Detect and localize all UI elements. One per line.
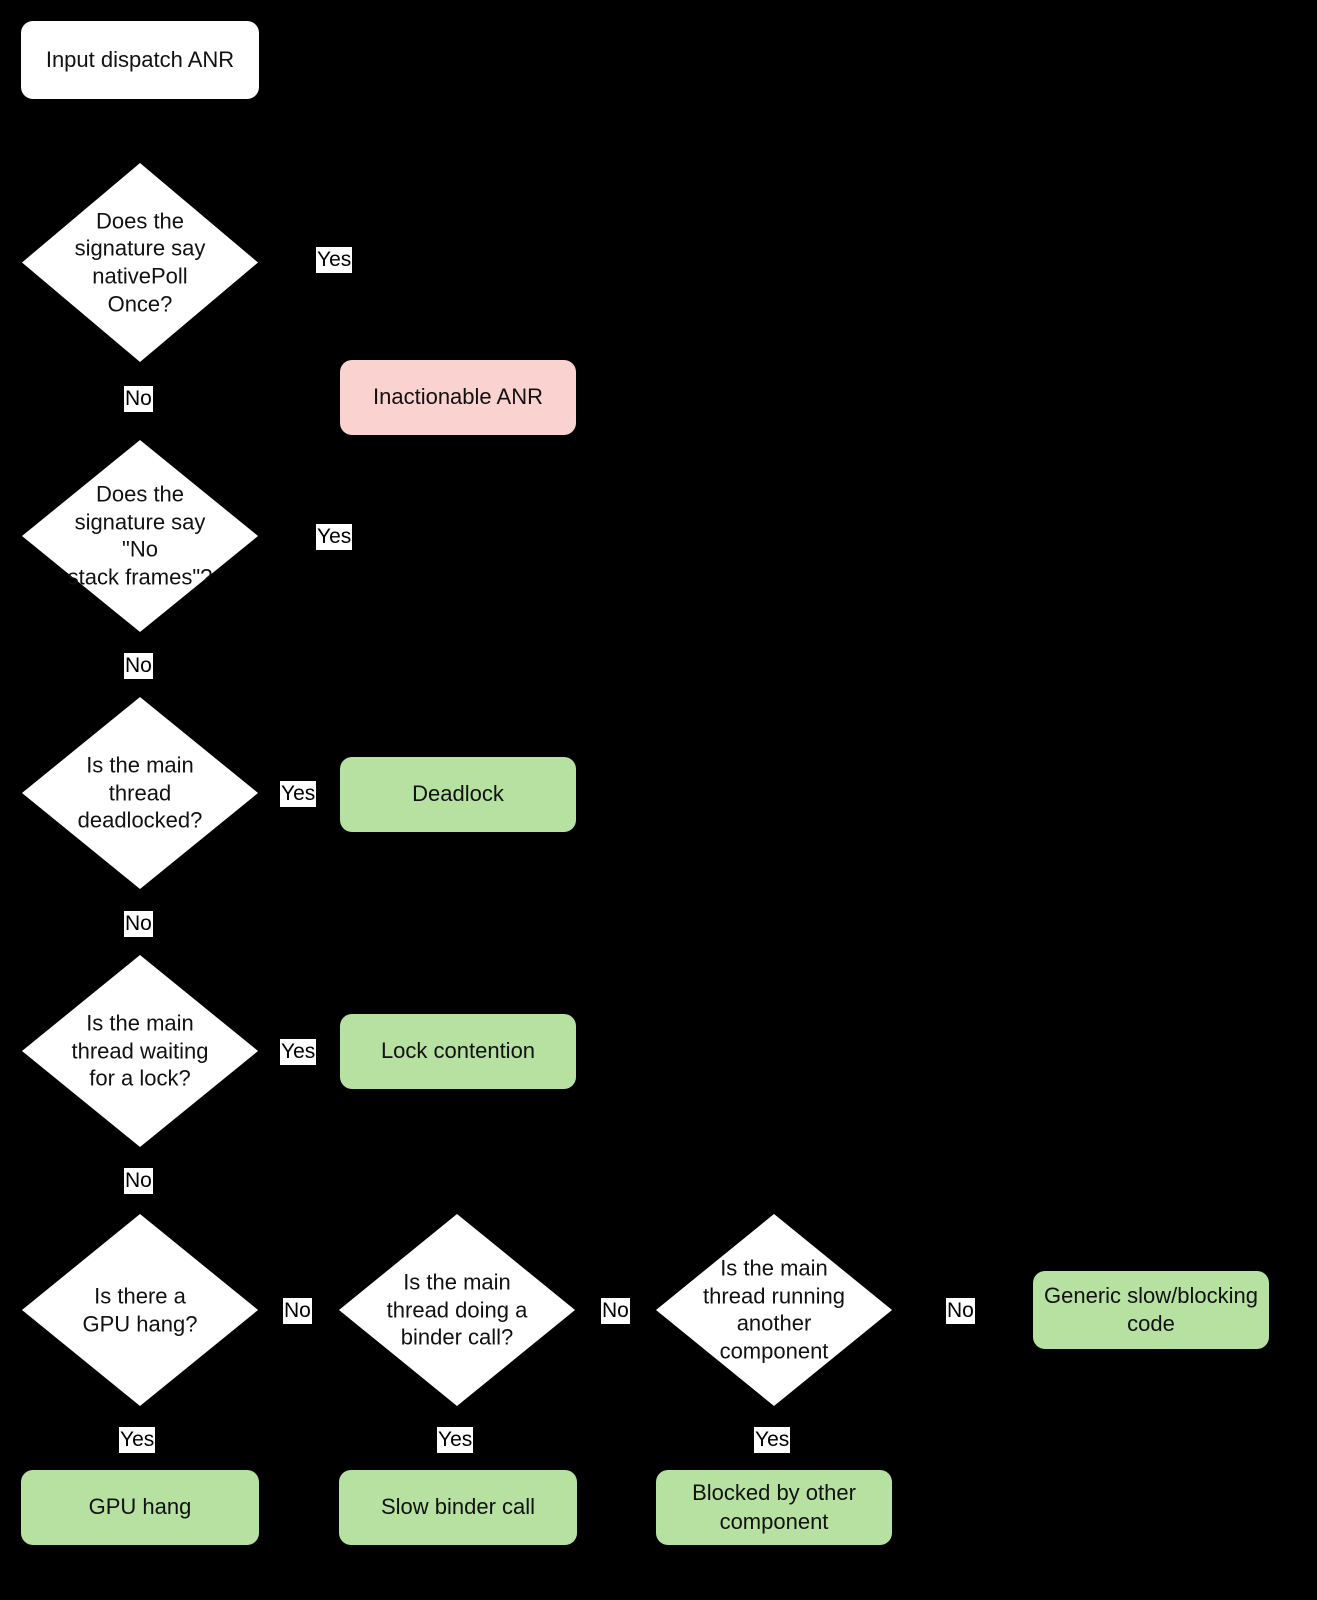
node-decision-binder-call[interactable]: Is the main thread doing a binder call? bbox=[339, 1214, 575, 1406]
node-outcome-deadlock[interactable]: Deadlock bbox=[340, 757, 576, 832]
node-outcome-slow-binder-call[interactable]: Slow binder call bbox=[339, 1470, 577, 1545]
node-outcome-generic-slow-blocking-code-label: Generic slow/blocking code bbox=[1044, 1282, 1258, 1336]
node-outcome-lock-contention[interactable]: Lock contention bbox=[340, 1014, 576, 1089]
diamond-shape bbox=[22, 1214, 258, 1406]
diamond-shape bbox=[656, 1214, 892, 1406]
edge-label-d6-no: No bbox=[601, 1298, 630, 1324]
node-decision-gpu-hang[interactable]: Is there a GPU hang? bbox=[22, 1214, 258, 1406]
edge-label-d2-yes: Yes bbox=[316, 524, 353, 550]
edge-label-d7-yes: Yes bbox=[754, 1427, 791, 1453]
node-decision-main-thread-deadlocked[interactable]: Is the main thread deadlocked? bbox=[22, 697, 258, 889]
node-outcome-blocked-by-other-component[interactable]: Blocked by other component bbox=[656, 1470, 892, 1545]
node-outcome-generic-slow-blocking-code[interactable]: Generic slow/blocking code bbox=[1033, 1271, 1269, 1349]
edge-label-d3-no: No bbox=[124, 911, 153, 937]
diamond-shape bbox=[22, 955, 258, 1147]
edge-label-d5-yes: Yes bbox=[119, 1427, 156, 1453]
node-outcome-lock-contention-label: Lock contention bbox=[380, 1038, 536, 1064]
node-outcome-inactionable-anr[interactable]: Inactionable ANR bbox=[340, 360, 576, 435]
edge-label-d3-yes: Yes bbox=[280, 781, 317, 807]
node-outcome-gpu-hang[interactable]: GPU hang bbox=[21, 1470, 259, 1545]
node-decision-running-another-component[interactable]: Is the main thread running another compo… bbox=[656, 1214, 892, 1406]
node-start-input-dispatch-anr[interactable]: Input dispatch ANR bbox=[21, 21, 259, 99]
diamond-shape bbox=[22, 163, 258, 362]
edge-label-d4-no: No bbox=[124, 1168, 153, 1194]
node-outcome-slow-binder-call-label: Slow binder call bbox=[380, 1494, 536, 1520]
node-outcome-gpu-hang-label: GPU hang bbox=[88, 1494, 192, 1520]
diamond-shape bbox=[339, 1214, 575, 1406]
diamond-shape bbox=[22, 697, 258, 889]
edge-label-d6-yes: Yes bbox=[437, 1427, 474, 1453]
edge-label-d7-no: No bbox=[946, 1298, 975, 1324]
node-outcome-blocked-by-other-component-label: Blocked by other component bbox=[692, 1480, 856, 1534]
node-decision-no-stack-frames[interactable]: Does the signature say "No stack frames"… bbox=[22, 440, 258, 632]
edge-label-d1-yes: Yes bbox=[316, 247, 353, 273]
node-start-label: Input dispatch ANR bbox=[45, 46, 235, 72]
edge-label-d1-no: No bbox=[124, 386, 153, 412]
edge-label-d4-yes: Yes bbox=[280, 1039, 317, 1065]
node-outcome-inactionable-anr-label: Inactionable ANR bbox=[373, 384, 543, 410]
node-decision-main-thread-waiting-lock[interactable]: Is the main thread waiting for a lock? bbox=[22, 955, 258, 1147]
node-decision-nativepollonce[interactable]: Does the signature say nativePoll Once? bbox=[22, 163, 258, 362]
node-outcome-deadlock-label: Deadlock bbox=[412, 781, 504, 807]
diamond-shape bbox=[22, 440, 258, 632]
edge-label-d5-no: No bbox=[283, 1298, 312, 1324]
edge-label-d2-no: No bbox=[124, 653, 153, 679]
